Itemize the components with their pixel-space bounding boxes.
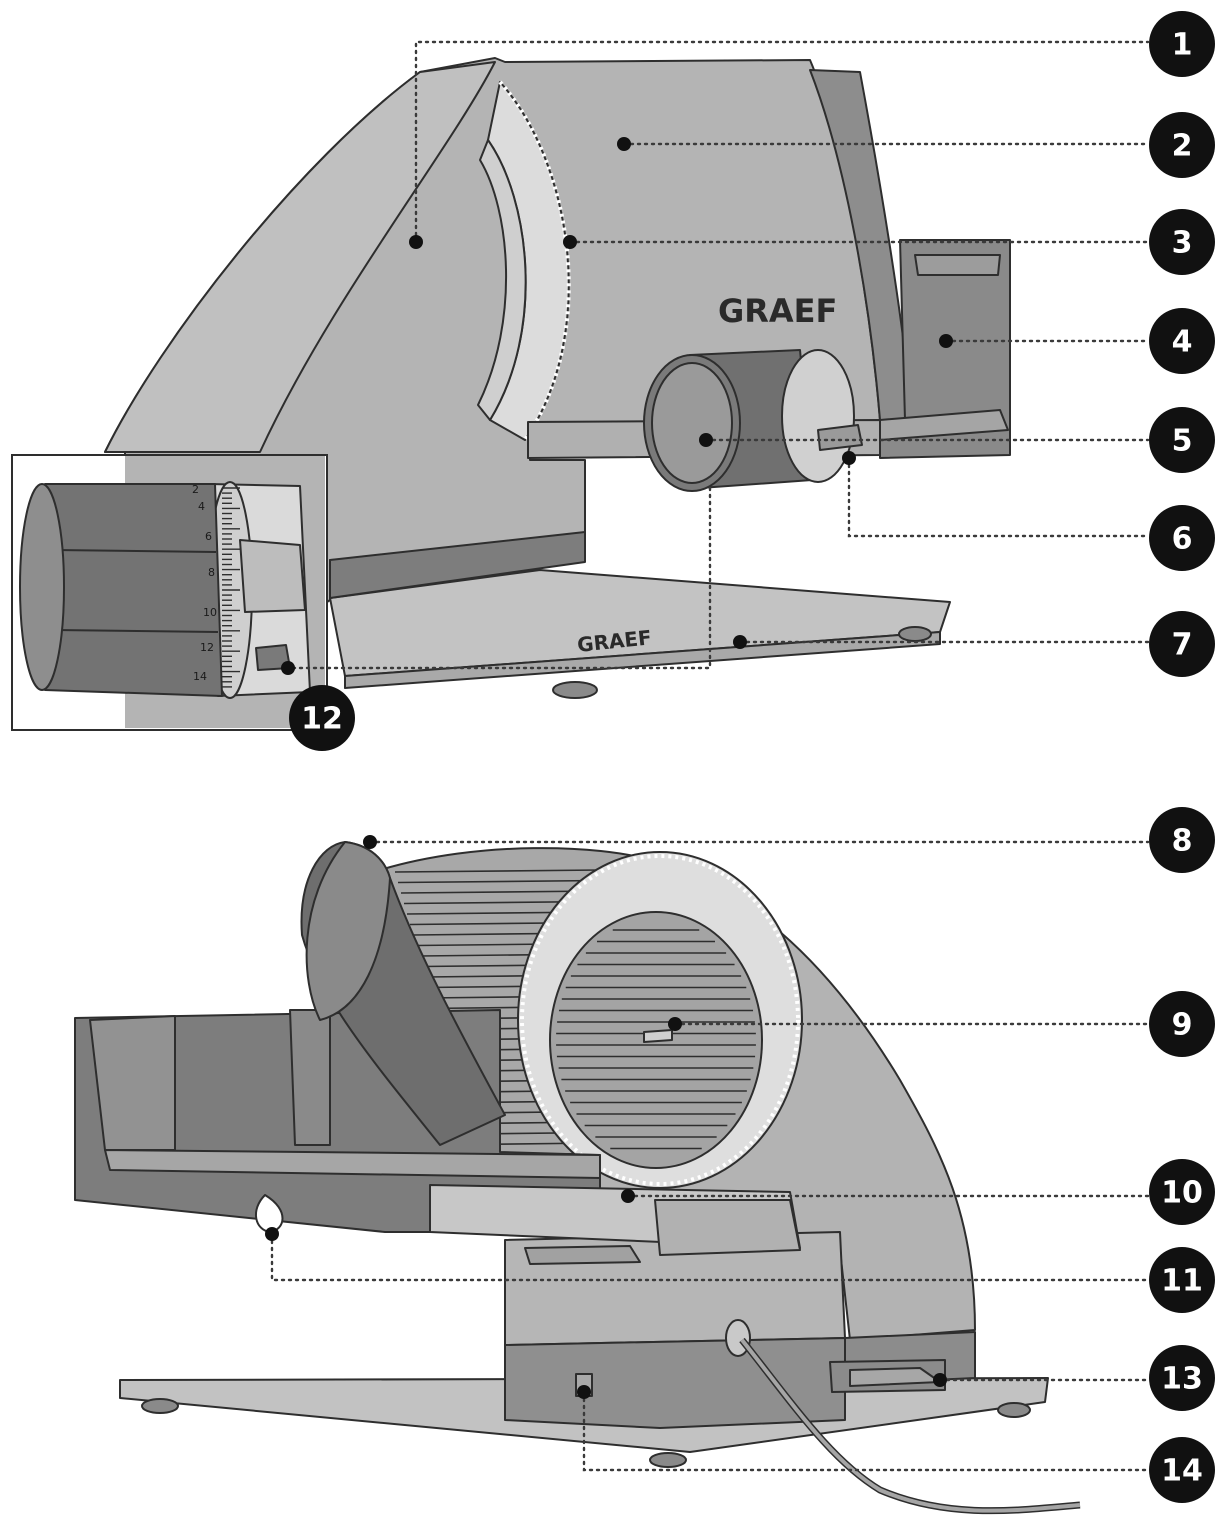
callout-8-number: 8 xyxy=(1172,824,1193,859)
callout-9-number: 9 xyxy=(1172,1008,1193,1043)
inset-scale-14: 14 xyxy=(193,670,207,683)
callout-13: 13 xyxy=(1149,1345,1215,1411)
callout-11: 11 xyxy=(1149,1247,1215,1313)
callout-12: 12 xyxy=(289,685,355,751)
inset-scale-4: 4 xyxy=(198,500,205,513)
callout-1-number: 1 xyxy=(1172,28,1193,63)
callout-5-number: 5 xyxy=(1172,424,1193,459)
callout-14-number: 14 xyxy=(1161,1454,1203,1489)
inset-scale-10: 10 xyxy=(203,606,217,619)
callout-11-number: 11 xyxy=(1161,1264,1203,1299)
callout-13-number: 13 xyxy=(1161,1362,1203,1397)
callout-2-number: 2 xyxy=(1172,129,1193,164)
callout-12-number: 12 xyxy=(301,702,343,737)
inset-scale-8: 8 xyxy=(208,566,215,579)
base-plate xyxy=(329,569,951,677)
callout-7-number: 7 xyxy=(1172,628,1193,663)
callout-3: 3 xyxy=(1149,209,1215,275)
callout-8: 8 xyxy=(1149,807,1215,873)
inset-scale-2: 2 xyxy=(192,483,199,496)
leader-lines xyxy=(270,40,1150,1472)
callout-5: 5 xyxy=(1149,407,1215,473)
brand-logo-front: GRAEF xyxy=(718,292,837,330)
blade-ribs xyxy=(556,929,756,1150)
callout-7: 7 xyxy=(1149,611,1215,677)
inset-detail: 2 4 6 8 10 12 14 xyxy=(11,454,328,731)
callout-2: 2 xyxy=(1149,112,1215,178)
callout-4-number: 4 xyxy=(1172,325,1193,360)
inset-scale-ticks xyxy=(222,487,240,688)
callout-14: 14 xyxy=(1149,1437,1215,1503)
thickness-knob[interactable] xyxy=(643,349,863,492)
callout-6-number: 6 xyxy=(1172,522,1193,557)
callout-10-number: 10 xyxy=(1161,1176,1203,1211)
bottom-view-slicer xyxy=(74,841,1081,1515)
callout-9: 9 xyxy=(1149,991,1215,1057)
callout-6: 6 xyxy=(1149,505,1215,571)
callout-1: 1 xyxy=(1149,11,1215,77)
anchor-dots xyxy=(265,137,953,1399)
callout-4: 4 xyxy=(1149,308,1215,374)
inset-scale-6: 6 xyxy=(205,530,212,543)
callout-3-number: 3 xyxy=(1172,226,1193,261)
callout-10: 10 xyxy=(1149,1159,1215,1225)
blade-rear xyxy=(517,851,803,1189)
inset-scale-12: 12 xyxy=(200,641,214,654)
